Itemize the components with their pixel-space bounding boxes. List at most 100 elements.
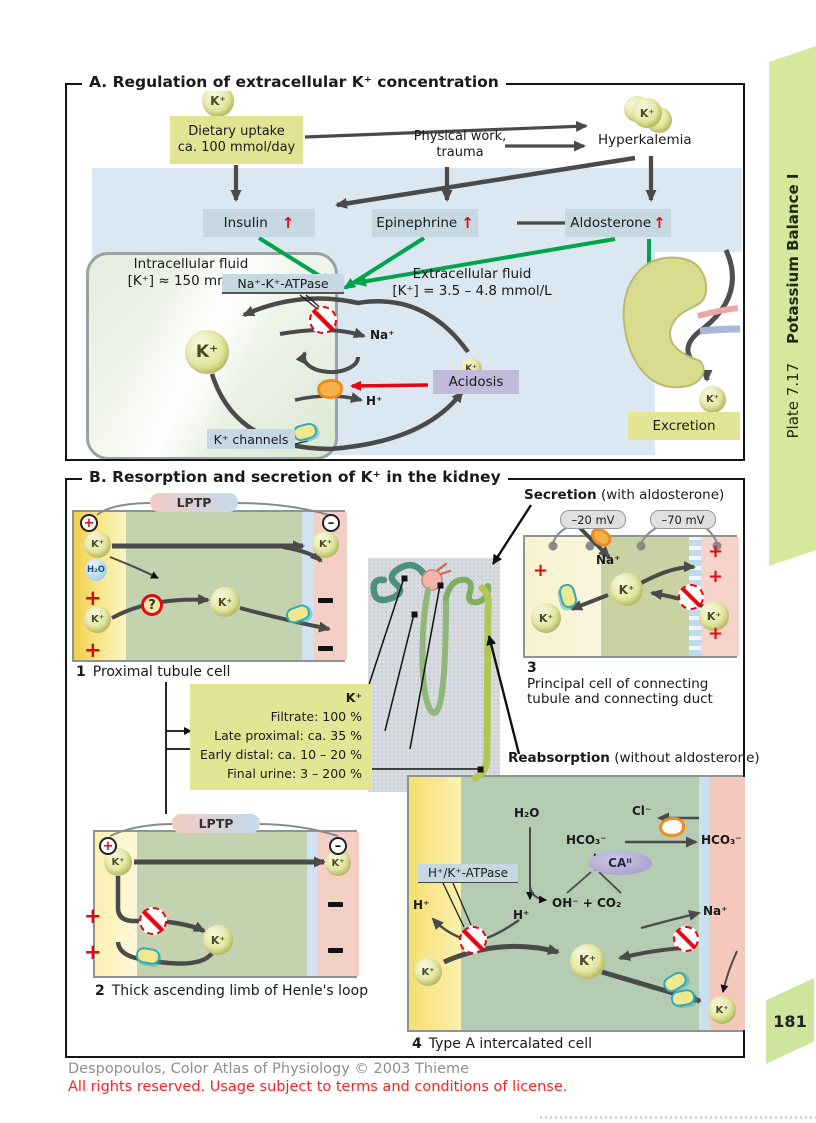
k-ion-label: K⁺ [579,954,596,969]
k-ion-label: K⁺ [705,394,720,405]
k-ion-ball-large: K⁺ [570,944,605,979]
secretion-label: Secretion (with aldosterone) [524,487,724,503]
panel-b-title: B. Resorption and secretion of K⁺ in the… [82,468,508,486]
excretion-box: Excretion [628,412,740,440]
na-ion-label: Na⁺ [370,328,395,342]
reabsorption-word: Reabsorption [508,750,610,766]
hco3-label-blood: HCO₃⁻ [701,833,742,847]
cl-ion-label: Cl⁻ [632,804,652,818]
page-number-badge: 181 [766,978,814,1064]
minus-sign: – [327,515,335,531]
scan-artifact-dots [540,1116,816,1119]
lptp-pill-cell1: LPTP [150,493,238,512]
k-ion-label: K⁺ [210,94,226,108]
cell2-number: 2 [95,983,105,999]
na-k-atpase-label: Na⁺-K⁺-ATPase [222,274,344,294]
dietary-uptake-box: Dietary uptake ca. 100 mmol/day [170,116,303,164]
k-ion-label: K⁺ [421,966,435,978]
physical-work-line2: trauma [436,145,484,160]
chapter-title: Potassium Balance I [783,173,802,345]
k-ion-label: K⁺ [111,856,125,868]
cell4-basolateral-space [699,777,709,1030]
k-channels-label: K⁺ channels [207,429,295,449]
cell1-basolateral-space [302,512,314,660]
basolateral-potential-pill: –70 mV [650,510,716,529]
k-ion-label: K⁺ [217,595,233,609]
cell1-number: 1 [76,664,86,680]
minus-charge [328,902,343,907]
extracellular-line2: [K⁺] = 3.5 – 4.8 mmol/L [392,283,552,299]
k-ion-label: K⁺ [331,857,345,869]
plus-sign: + [83,515,95,531]
dietary-uptake-line1: Dietary uptake [188,123,285,139]
insulin-label: Insulin [223,215,268,231]
na-ion-label: Na⁺ [703,904,728,918]
plus-sign: + [533,560,549,581]
k-ion-ball: K⁺ [210,587,240,617]
plus-charge: + [84,640,102,661]
secretion-note: (with aldosterone) [600,487,725,503]
cell4-number: 4 [412,1036,422,1052]
plus-charge: + [84,906,102,927]
h-k-atpase-pump-icon [459,926,487,954]
plus-sign: + [708,623,724,644]
minus-sign: – [334,838,342,854]
intracellular-line1: Intracellular fluid [133,256,249,273]
k-ion-ball: K⁺ [84,531,111,558]
k-ion-ball: K⁺ [610,573,643,606]
cell2-box [93,830,359,978]
hyperkalemia-label: Hyperkalemia [598,132,692,148]
h-k-exchanger-icon [317,379,343,399]
k-ion-ball-large: K⁺ [185,330,229,374]
k-ion-label: K⁺ [318,539,333,550]
minus-charge [328,948,343,953]
license-notice: All rights reserved. Usage subject to te… [68,1079,568,1095]
k-ion-ball: K⁺ [203,925,233,955]
increase-arrow-icon: ↑ [281,214,295,232]
plus-sign: + [84,940,102,964]
k-ion-ball: K⁺ [531,603,561,633]
physical-work-label: Physical work, trauma [408,128,512,162]
cell2-basolateral-space [307,832,317,976]
plus-sign: + [102,838,114,854]
k-ion-label: K⁺ [195,342,219,362]
positive-charge-icon: + [99,837,117,855]
k-table-header: K⁺ [345,690,362,705]
na-k-atpase-pump-icon [673,926,699,952]
negative-charge-icon: – [329,837,347,855]
oh-co2-label: OH⁻ + CO₂ [552,896,622,910]
k-ion-ball-excreted: K⁺ [699,386,726,413]
chapter-sidebar: Plate 7.17 Potassium Balance I [769,46,816,566]
k-ion-label: K⁺ [465,364,477,374]
dietary-uptake-line2: ca. 100 mmol/day [177,140,296,155]
k-ion-label: K⁺ [639,106,655,120]
h-ion-label-cell: H⁺ [513,908,530,922]
plus-charge: + [708,625,723,643]
plus-sign: + [84,904,102,928]
na-k-atpase-pump-icon [678,584,704,610]
plus-sign: + [84,638,102,662]
cell1-cytoplasm [126,512,302,660]
cell3-number: 3 [527,660,537,676]
h2o-label: H₂O [514,806,540,820]
plus-sign: + [84,586,102,610]
unknown-transporter-icon: ? [141,594,163,616]
k-ion-label: K⁺ [210,933,226,947]
reabsorption-label: Reabsorption (without aldosterone) [508,750,760,766]
k-fraction-table: K⁺ Filtrate: 100 % Late proximal: ca. 35… [190,684,372,790]
plus-charge: + [84,588,102,609]
water-ball: H₂O [85,559,107,581]
reabsorption-note: (without aldosterone) [614,750,760,766]
panel-a-title: A. Regulation of extracellular K⁺ concen… [82,73,506,91]
k-ion-ball: K⁺ [708,996,736,1024]
transporter-pump-icon [139,907,167,935]
k-ion-label: K⁺ [706,609,722,623]
k-table-row-final-urine: Final urine: 3 – 200 % [227,766,362,781]
cl-hco3-exchanger-icon [659,817,685,837]
cell1-box [72,510,347,662]
plate-number: Plate 7.17 [783,362,802,439]
